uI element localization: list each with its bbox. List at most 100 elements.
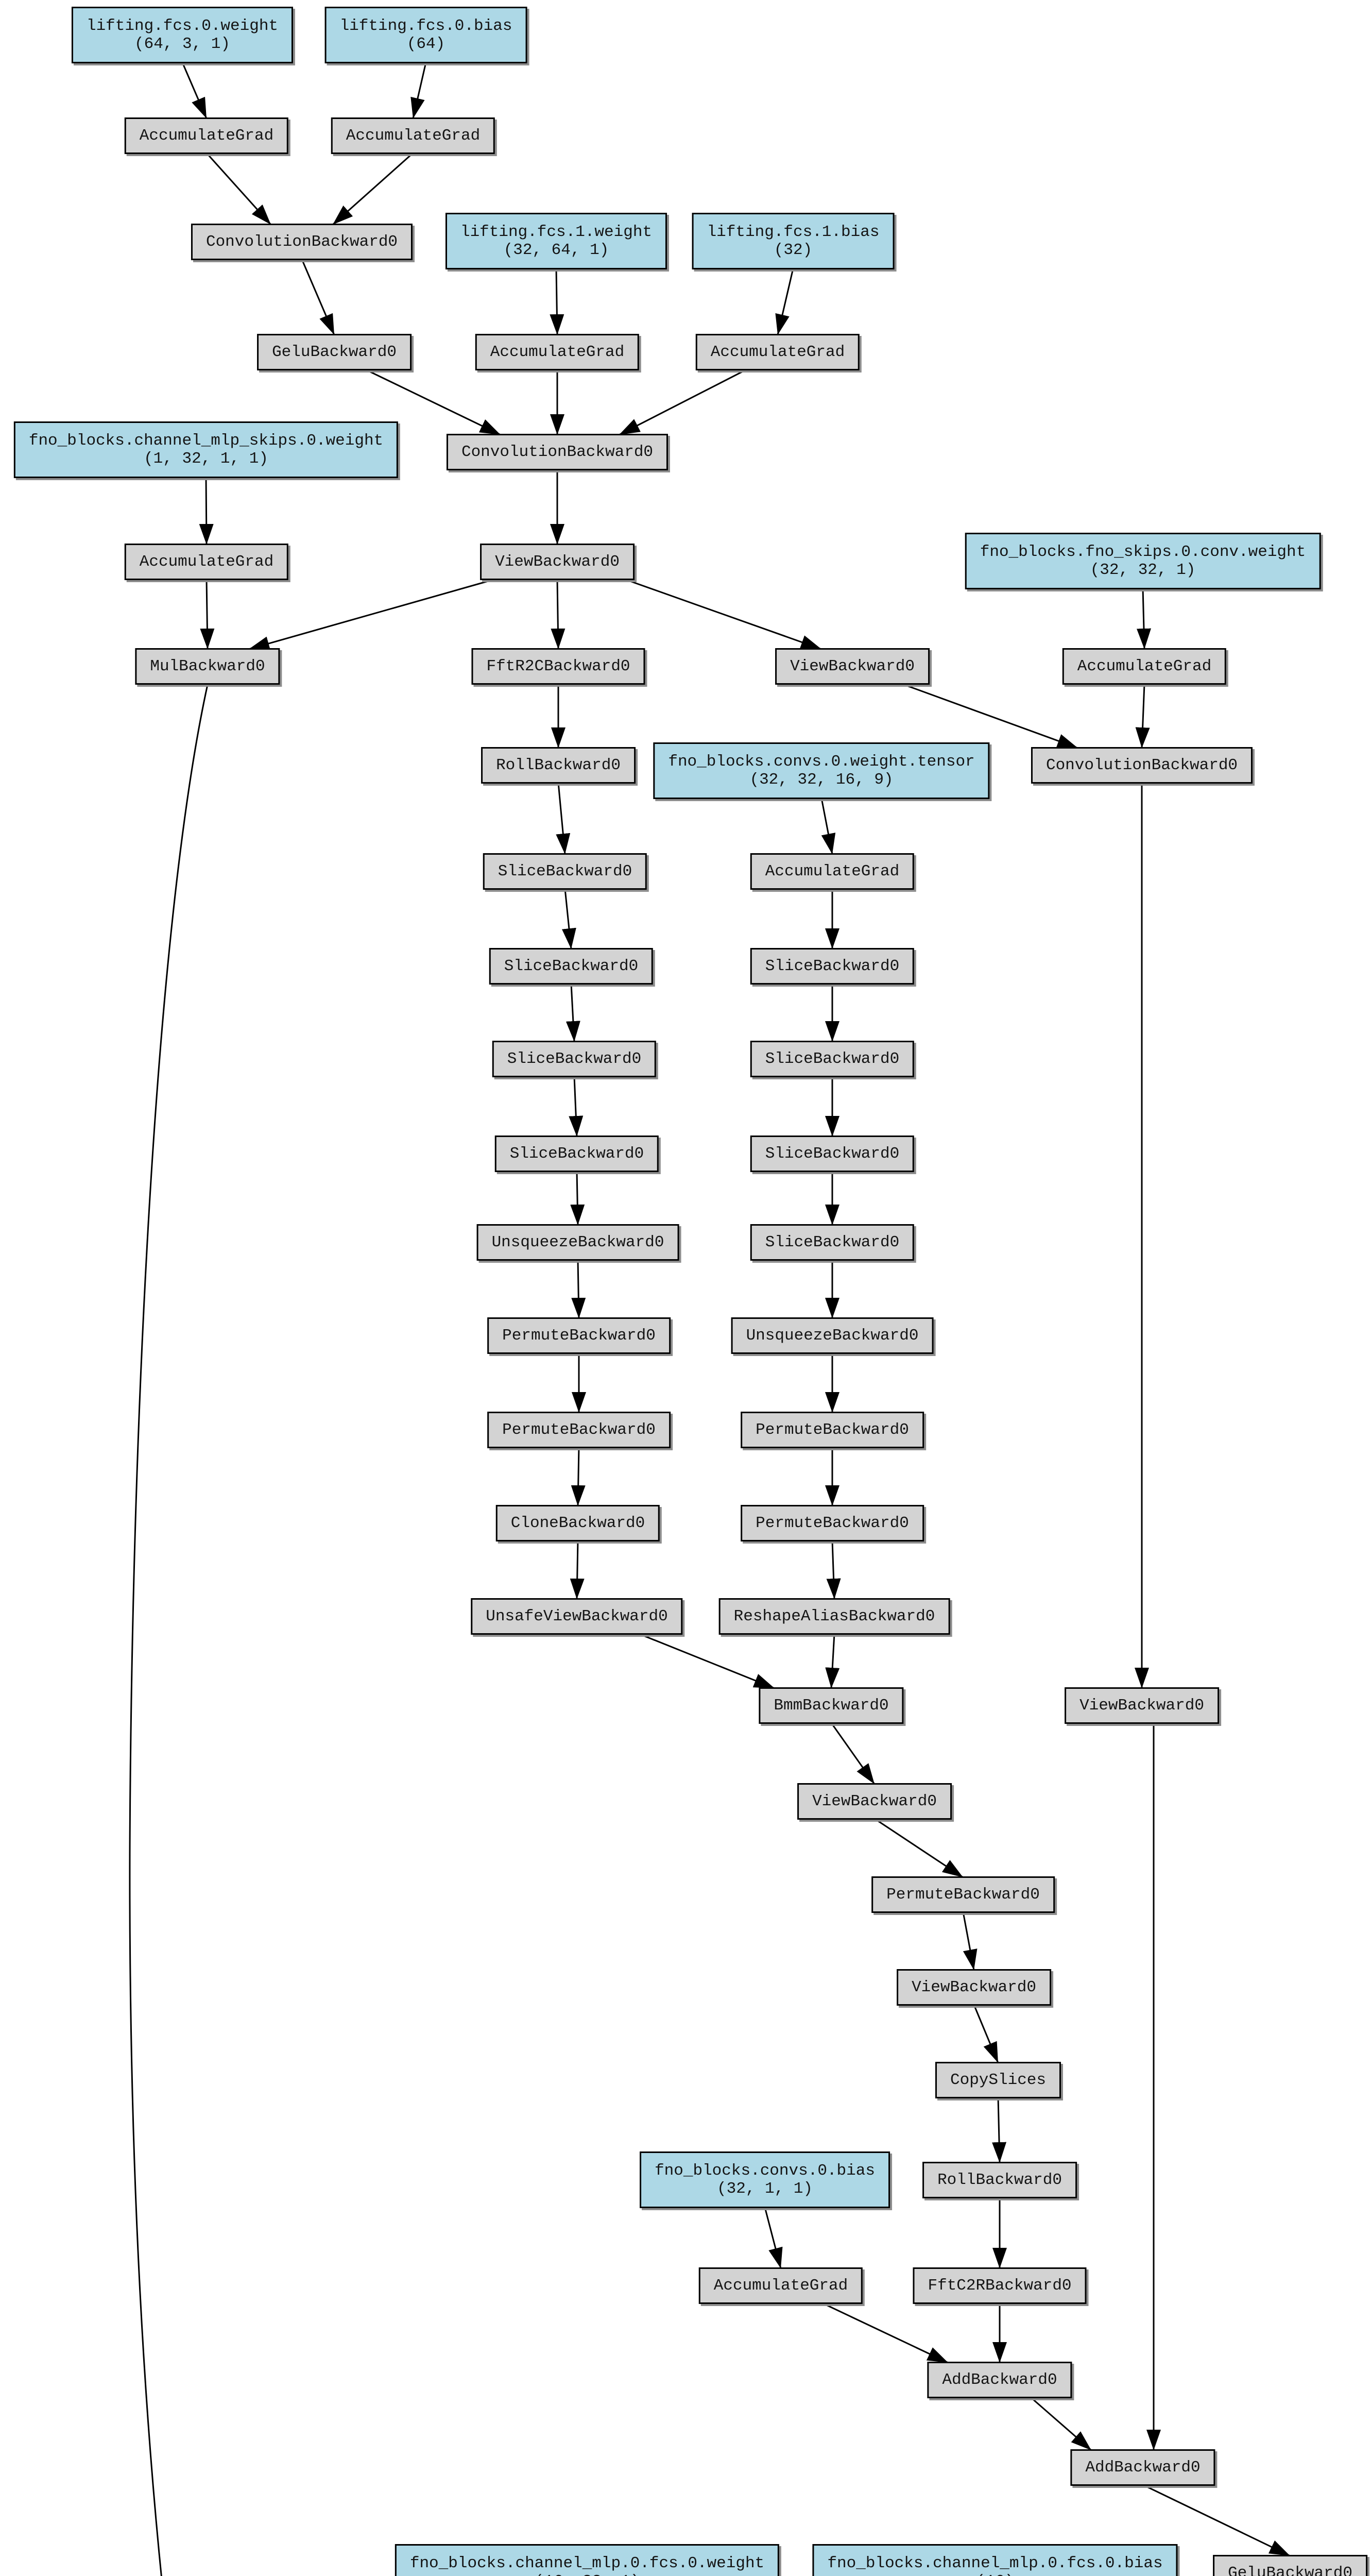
- op-node-ag5: AccumulateGrad: [124, 544, 289, 580]
- op-node-permL1: PermuteBackward0: [487, 1317, 671, 1354]
- op-node-ag8: AccumulateGrad: [698, 2267, 863, 2304]
- edge-p_conv0_wt-to-ag7: [820, 798, 836, 855]
- param-name-label: fno_blocks.channel_mlp_skips.0.weight: [28, 432, 384, 450]
- param-shape-label: (1, 32, 1, 1): [144, 450, 268, 468]
- param-node-p_lift0_b: lifting.fcs.0.bias(64): [324, 7, 527, 63]
- param-shape-label: (16, 32, 1): [410, 2572, 764, 2576]
- edge-sliceL3-to-sliceL4: [569, 1076, 584, 1137]
- op-node-sliceL4: SliceBackward0: [494, 1136, 659, 1172]
- edge-permR2-to-reshape: [826, 1540, 841, 1600]
- op-node-add2: AddBackward0: [1070, 2449, 1215, 2486]
- op-node-add1: AddBackward0: [927, 2362, 1072, 2398]
- param-shape-label: (32, 32, 1): [1090, 561, 1196, 579]
- edge-ag1-to-conv1: [205, 152, 272, 226]
- op-node-sliceR2: SliceBackward0: [750, 1041, 915, 1077]
- edge-p_lift1_w-to-ag3: [550, 268, 564, 335]
- param-shape-label: (64): [406, 35, 445, 53]
- edge-add1-to-add2: [1030, 2396, 1092, 2451]
- edge-roll1-to-sliceL1: [556, 782, 571, 855]
- op-node-permR1: PermuteBackward0: [741, 1412, 924, 1448]
- op-node-gelu2: GeluBackward0: [1213, 2555, 1367, 2576]
- edge-perm5-to-view5: [962, 1911, 978, 1971]
- edge-unsafeview-to-bmm: [638, 1633, 775, 1689]
- op-node-unsqL: UnsqueezeBackward0: [476, 1224, 679, 1261]
- op-node-permR2: PermuteBackward0: [741, 1505, 924, 1541]
- param-name-label: lifting.fcs.1.bias: [707, 223, 880, 241]
- op-node-sliceR4: SliceBackward0: [750, 1224, 915, 1261]
- op-node-permL2: PermuteBackward0: [487, 1412, 671, 1448]
- edge-sliceL2-to-sliceL3: [565, 983, 580, 1042]
- param-shape-label: (32, 1, 1): [716, 2180, 813, 2198]
- edge-permL2-to-clone1: [571, 1447, 586, 1506]
- edge-p_fs0_w-to-ag6: [1136, 588, 1151, 650]
- op-node-ag2: AccumulateGrad: [331, 117, 495, 154]
- param-shape-label: (32): [774, 241, 813, 259]
- param-shape-label: (32, 64, 1): [503, 241, 609, 259]
- edge-p_conv0_b-to-ag8: [764, 2207, 783, 2269]
- edge-view2-to-conv3: [901, 683, 1078, 749]
- op-node-view1: ViewBackward0: [480, 544, 635, 580]
- op-node-bmm: BmmBackward0: [759, 1687, 904, 1724]
- param-node-p_lift1_w: lifting.fcs.1.weight(32, 64, 1): [445, 213, 667, 269]
- op-node-reshape: ReshapeAliasBackward0: [718, 1598, 950, 1635]
- op-node-copyslices: CopySlices: [935, 2062, 1061, 2098]
- op-node-ag7: AccumulateGrad: [750, 853, 915, 890]
- edge-ag2-to-conv1: [332, 152, 414, 226]
- op-node-unsqR: UnsqueezeBackward0: [731, 1317, 934, 1354]
- edge-ag8-to-add1: [821, 2302, 949, 2364]
- edge-p_cms0_w-to-ag5: [199, 477, 214, 545]
- mulbackward-output-tail: [129, 684, 209, 2576]
- op-node-fftc2r: FftC2RBackward0: [913, 2267, 1087, 2304]
- param-shape-label: (16): [827, 2572, 1162, 2576]
- edge-bmm-to-view4: [830, 1722, 876, 1785]
- edge-view5-to-copyslices: [973, 2004, 999, 2063]
- edge-clone1-to-unsafeview: [570, 1540, 585, 1600]
- edge-view1-to-mul1: [248, 578, 496, 651]
- edge-copyslices-to-roll2: [992, 2097, 1007, 2163]
- param-name-label: fno_blocks.fno_skips.0.conv.weight: [980, 543, 1306, 561]
- edge-p_lift1_b-to-ag4: [775, 268, 794, 335]
- edge-ag5-to-mul1: [200, 579, 215, 650]
- op-node-sliceL3: SliceBackward0: [492, 1041, 657, 1077]
- param-shape-label: (64, 3, 1): [134, 35, 231, 53]
- edge-view1-to-view2: [624, 578, 822, 650]
- op-node-conv3: ConvolutionBackward0: [1031, 747, 1253, 784]
- op-node-fftr2c: FftR2CBackward0: [471, 648, 645, 685]
- param-shape-label: (32, 32, 16, 9): [749, 771, 894, 789]
- param-node-p_cm0_f0b: fno_blocks.channel_mlp.0.fcs.0.bias(16): [812, 2544, 1178, 2576]
- edge-view4-to-perm5: [874, 1818, 964, 1878]
- op-node-view4: ViewBackward0: [797, 1783, 952, 1820]
- op-node-sliceR1: SliceBackward0: [750, 948, 915, 985]
- op-node-ag1: AccumulateGrad: [124, 117, 289, 154]
- op-node-sliceR3: SliceBackward0: [750, 1136, 915, 1172]
- op-node-view2: ViewBackward0: [775, 648, 930, 685]
- edge-gelu1-to-conv2: [365, 368, 501, 436]
- param-node-p_cms0_w: fno_blocks.channel_mlp_skips.0.weight(1,…: [13, 421, 399, 478]
- param-node-p_lift1_b: lifting.fcs.1.bias(32): [692, 213, 895, 269]
- op-node-ag3: AccumulateGrad: [475, 334, 640, 370]
- op-node-roll2: RollBackward0: [922, 2162, 1077, 2198]
- edge-p_lift0_b-to-ag2: [410, 62, 427, 119]
- edge-sliceL4-to-unsqL: [570, 1171, 585, 1226]
- op-node-ag4: AccumulateGrad: [695, 334, 860, 370]
- param-name-label: fno_blocks.convs.0.weight.tensor: [668, 753, 975, 771]
- param-node-p_conv0_b: fno_blocks.convs.0.bias(32, 1, 1): [640, 2151, 890, 2208]
- param-name-label: lifting.fcs.0.weight: [86, 17, 279, 35]
- edge-ag6-to-conv3: [1135, 683, 1150, 749]
- op-node-view3: ViewBackward0: [1065, 1687, 1219, 1724]
- op-node-view5: ViewBackward0: [897, 1969, 1051, 2006]
- param-node-p_cm0_f0w: fno_blocks.channel_mlp.0.fcs.0.weight(16…: [395, 2544, 780, 2576]
- op-node-perm5: PermuteBackward0: [871, 1876, 1055, 1913]
- edge-p_lift0_w-to-ag1: [181, 62, 208, 119]
- edge-sliceL1-to-sliceL2: [561, 888, 576, 950]
- op-node-sliceL1: SliceBackward0: [483, 853, 647, 890]
- param-name-label: lifting.fcs.0.bias: [339, 17, 512, 35]
- param-name-label: fno_blocks.convs.0.bias: [655, 2162, 875, 2180]
- op-node-ag6: AccumulateGrad: [1062, 648, 1227, 685]
- op-node-gelu1: GeluBackward0: [257, 334, 412, 370]
- edge-reshape-to-bmm: [825, 1633, 840, 1689]
- op-node-roll1: RollBackward0: [481, 747, 636, 784]
- edge-add2-to-gelu2: [1142, 2484, 1291, 2557]
